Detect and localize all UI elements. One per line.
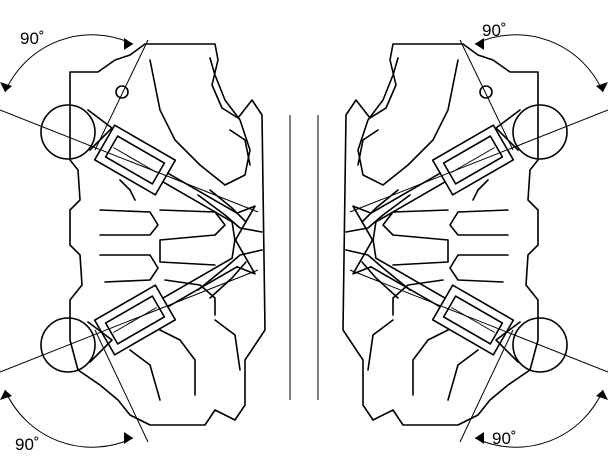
angle-label-bottom-right: 90˚ xyxy=(492,429,517,448)
angle-label-top-left: 90˚ xyxy=(20,29,45,48)
right-cylinder-head xyxy=(342,33,608,449)
angle-label-top-right: 90˚ xyxy=(482,21,507,40)
angle-label-bottom-left: 90˚ xyxy=(15,435,40,454)
left-cylinder-head xyxy=(0,33,266,449)
